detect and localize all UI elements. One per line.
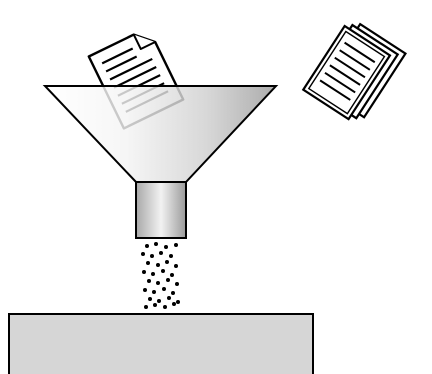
funnel-icon [45, 86, 276, 238]
particle-stream-icon [141, 242, 180, 309]
funnel-cone [45, 86, 276, 182]
document-stack-icon [303, 18, 405, 126]
container-box-icon [9, 314, 313, 374]
funnel-spout [136, 182, 186, 238]
